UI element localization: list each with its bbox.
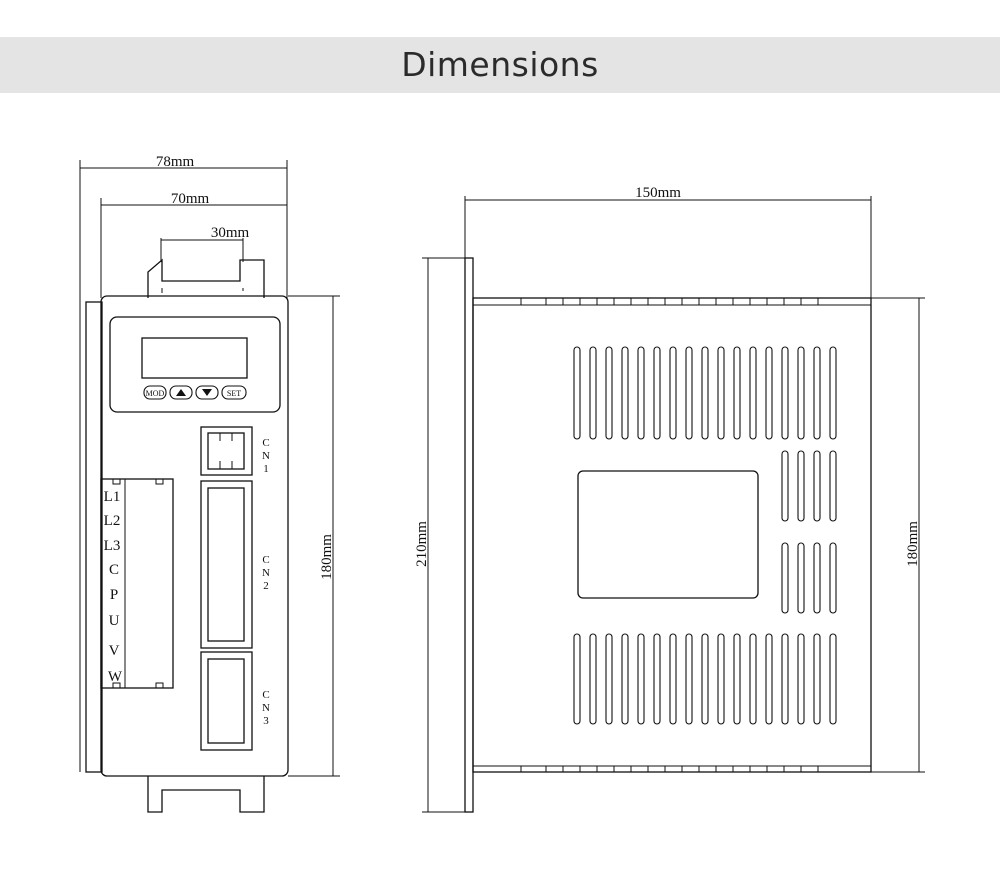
dimension-label-depth: 150mm [635, 185, 681, 201]
terminal-label-l2: L2 [104, 513, 121, 529]
cn1-label-c: C [262, 437, 269, 449]
dimension-label-body-width: 70mm [171, 191, 210, 207]
mounting-flange [464, 257, 474, 813]
header-band [0, 37, 1000, 93]
down-button[interactable] [195, 385, 219, 400]
dimension-overall-width: 78mm [79, 154, 288, 772]
top-vent-tabs [520, 298, 819, 305]
up-button[interactable] [169, 385, 193, 400]
cn1-label-n: N [262, 450, 270, 462]
dimension-front-height: 180mm [288, 295, 340, 777]
dimension-label-flange-height: 210mm [414, 521, 430, 567]
connector-cn2: C N 2 [200, 480, 270, 649]
side-body [472, 297, 872, 773]
dimension-label-bracket-spacing: 30mm [211, 225, 250, 241]
terminal-block: L1 L2 L3 C P U V W [100, 478, 174, 689]
dimension-flange-height: 210mm [414, 257, 465, 813]
down-arrow-icon [202, 389, 212, 396]
connector-cn3: C N 3 [200, 651, 270, 751]
cn3-label-c: C [262, 689, 269, 701]
side-view: 150mm 210mm [414, 185, 925, 813]
right-vent-slots-lower [781, 542, 837, 614]
dimension-label-overall-width: 78mm [156, 154, 195, 170]
terminal-label-v: V [109, 643, 120, 659]
set-button[interactable] [221, 385, 247, 400]
mod-button[interactable] [143, 385, 167, 400]
top-mounting-bracket [147, 258, 265, 298]
cn3-label-n: N [262, 702, 270, 714]
terminal-label-p: P [110, 587, 118, 603]
dimension-depth: 150mm [464, 185, 872, 298]
cn3-label-3: 3 [263, 715, 269, 727]
led-display [141, 337, 248, 379]
dimension-body-width: 70mm [100, 191, 287, 298]
cn2-label-2: 2 [263, 580, 269, 592]
dimension-label-front-height: 180mm [319, 534, 335, 580]
side-heatsink [85, 301, 103, 773]
terminal-label-c: C [109, 562, 119, 578]
cn1-label-1: 1 [263, 463, 269, 475]
terminal-label-w: W [108, 669, 123, 685]
dimension-side-height: 180mm [871, 297, 925, 773]
set-button-label: SET [227, 389, 241, 398]
top-vent-slots [573, 346, 837, 440]
mod-button-label: MOD [146, 389, 165, 398]
right-vent-slots-upper [781, 450, 837, 522]
terminal-label-l1: L1 [104, 489, 121, 505]
display-window [109, 316, 281, 413]
front-panel-body [100, 295, 289, 777]
bottom-vent-tabs [520, 766, 819, 772]
dimension-bracket-spacing: 30mm [160, 225, 250, 262]
cn2-label-n: N [262, 567, 270, 579]
front-view: 78mm 70mm 30mm [79, 154, 340, 813]
dimension-label-side-height: 180mm [905, 521, 921, 567]
label-panel [577, 470, 759, 599]
cn2-label-c: C [262, 554, 269, 566]
terminal-label-u: U [109, 613, 120, 629]
page-title: Dimensions [401, 45, 599, 84]
connector-cn1: C N 1 [200, 426, 270, 476]
up-arrow-icon [176, 389, 186, 396]
terminal-label-l3: L3 [104, 538, 121, 554]
bottom-vent-slots [573, 633, 837, 725]
keypad: MOD SET [143, 385, 247, 400]
bottom-mounting-bracket [147, 776, 265, 813]
